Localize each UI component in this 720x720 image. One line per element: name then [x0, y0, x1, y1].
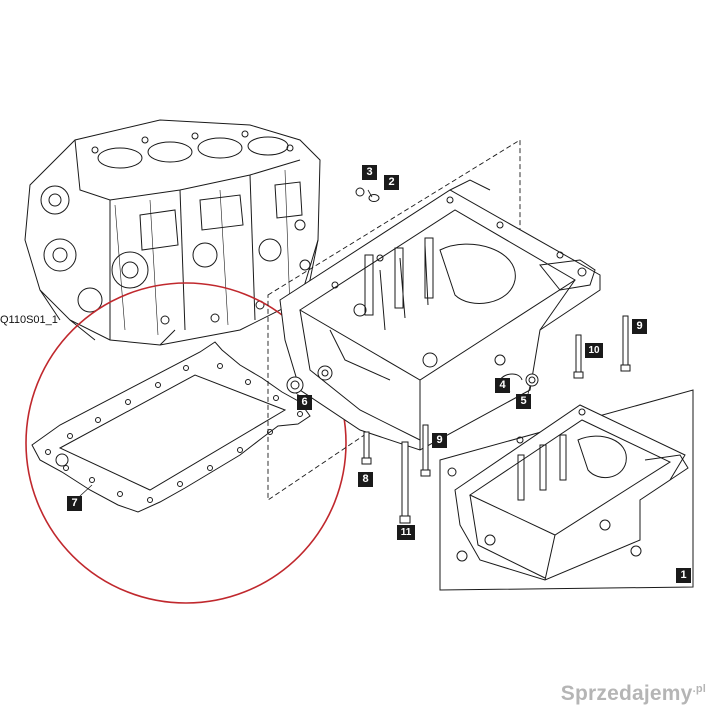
callout-10: 10 — [585, 343, 603, 358]
engine-block — [24, 119, 321, 346]
drain-plug-parts — [355, 187, 380, 202]
callout-11: 11 — [397, 525, 415, 540]
callout-4: 4 — [495, 378, 510, 393]
callout-8: 8 — [358, 472, 373, 487]
callout-1: 1 — [676, 568, 691, 583]
callout-6: 6 — [297, 395, 312, 410]
exploded-view-outline — [267, 139, 521, 501]
callout-9-upper: 9 — [632, 319, 647, 334]
watermark-suffix: .pl — [692, 683, 706, 695]
oil-pan-main — [279, 179, 601, 451]
bolts — [361, 315, 631, 524]
oil-pan-assembly — [447, 404, 689, 581]
assembly-box — [439, 389, 694, 591]
callout-2: 2 — [384, 175, 399, 190]
callout-7: 7 — [67, 496, 82, 511]
callout-3: 3 — [362, 165, 377, 180]
watermark-text: Sprzedajemy — [560, 682, 693, 705]
highlight-ring — [25, 282, 347, 604]
watermark: Sprzedajemy.pl — [561, 682, 706, 706]
callout-9-lower: 9 — [432, 433, 447, 448]
figure-code-label: Q110S01_1 — [0, 314, 58, 326]
callout-5: 5 — [516, 394, 531, 409]
oil-pan-gasket — [31, 341, 311, 513]
